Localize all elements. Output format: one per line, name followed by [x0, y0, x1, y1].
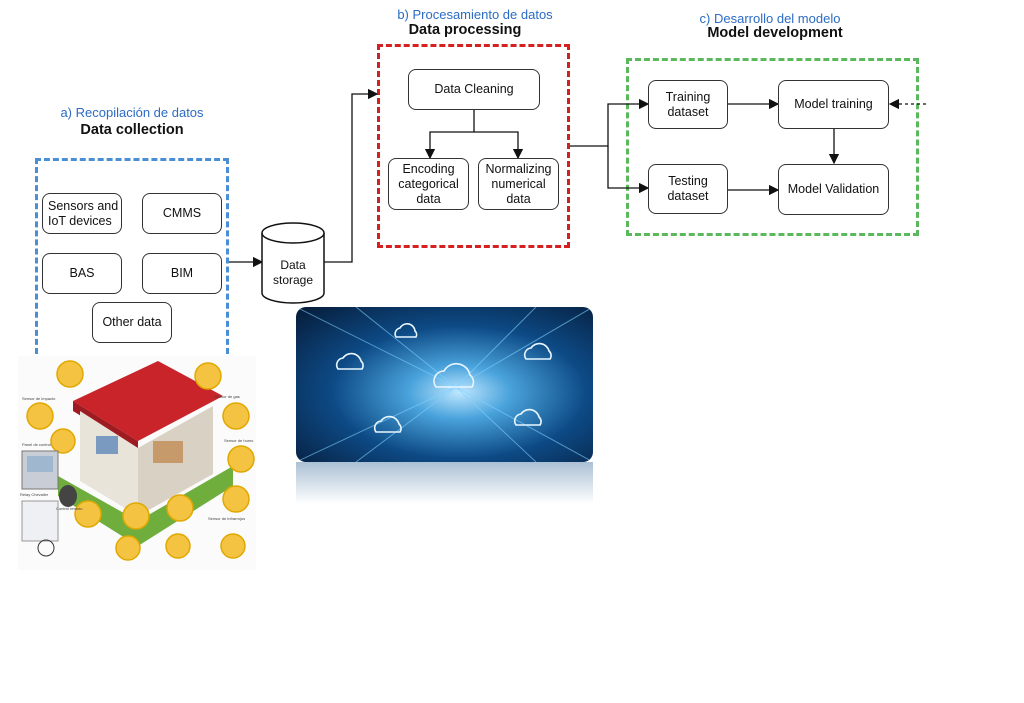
modeling-title: Model development — [707, 25, 843, 41]
processing-panel — [377, 44, 570, 248]
arrow-cleaning-branch — [424, 110, 475, 160]
collection-title: Data collection — [80, 122, 184, 138]
collection-subtitle: a) Recopilación de datos — [60, 105, 204, 120]
bim-box: BIM — [142, 253, 222, 294]
testing-dataset-box: Testing dataset — [648, 164, 728, 214]
collection-panel — [35, 158, 229, 363]
sensors-iot-box: Sensors and IoT devices — [42, 193, 122, 234]
bas-box: BAS — [42, 253, 122, 294]
data-storage-label: Data storage — [272, 258, 314, 287]
cloud-image-reflection — [296, 462, 593, 504]
label-smoke-sensor: Sensor de humo — [224, 438, 254, 443]
label-relay: Relay Chevalier — [20, 492, 49, 497]
processing-subtitle: b) Procesamiento de datos — [397, 7, 553, 22]
arrow-processing-to-model — [570, 98, 650, 147]
arrow-storage-to-processing — [324, 88, 379, 263]
training-dataset-box: Training dataset — [648, 80, 728, 129]
label-control-panel: Panel de control — [22, 442, 51, 447]
arrow-cleaning-branch-right — [474, 131, 524, 160]
label-infrared-sensor: Sensor de infrarrojos — [208, 516, 246, 521]
label-gas-sensor: Sensor de gas — [214, 394, 240, 399]
cloud-datacenter-image — [296, 307, 593, 462]
data-storage-cylinder — [261, 222, 325, 304]
arrow-processing-to-testing — [607, 146, 650, 194]
modeling-subtitle: c) Desarrollo del modelo — [699, 11, 841, 26]
smart-home-illustration: Sensor de impacto Panel de control Relay… — [18, 356, 256, 570]
model-training-box: Model training — [778, 80, 889, 129]
label-remote: Control remoto — [56, 506, 83, 511]
model-validation-box: Model Validation — [778, 164, 889, 215]
other-data-box: Other data — [92, 302, 172, 343]
normalizing-box: Normalizing numerical data — [478, 158, 559, 210]
data-cleaning-box: Data Cleaning — [408, 69, 540, 110]
cmms-box: CMMS — [142, 193, 222, 234]
modeling-panel — [626, 58, 919, 236]
encoding-box: Encoding categorical data — [388, 158, 469, 210]
processing-title: Data processing — [408, 22, 522, 38]
label-impact-sensor: Sensor de impacto — [22, 396, 56, 401]
